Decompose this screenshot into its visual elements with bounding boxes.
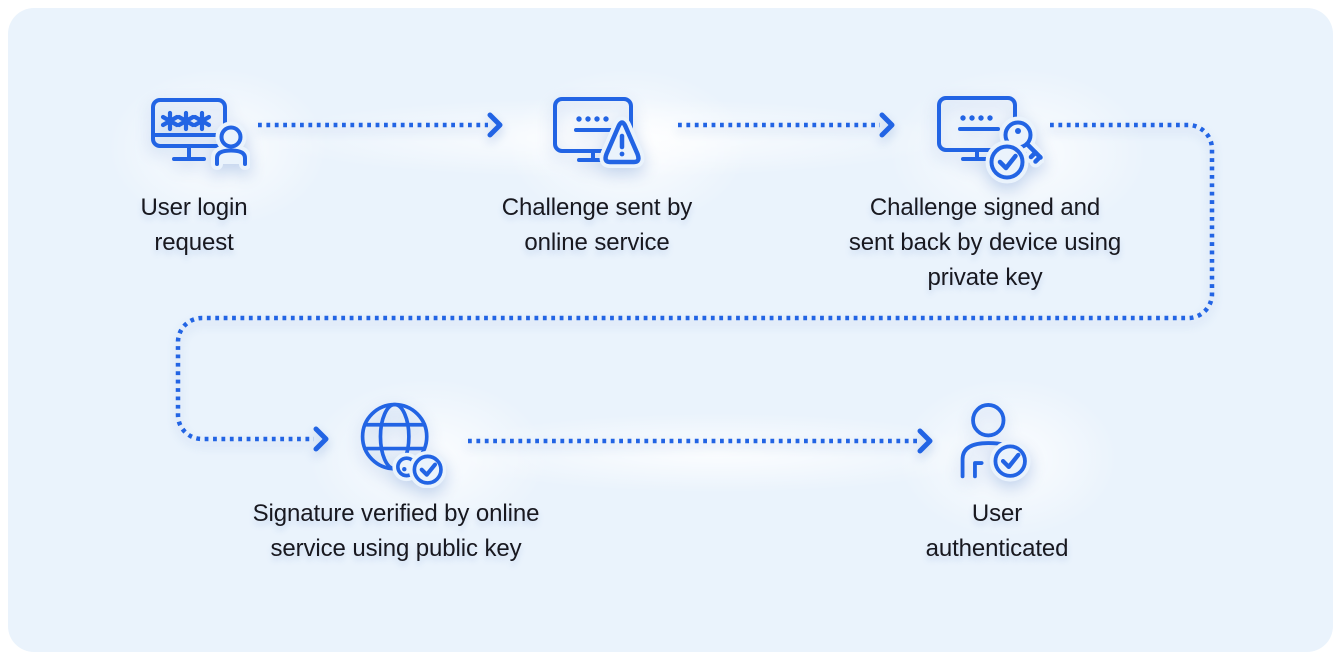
challenge-code-dots [958,115,1000,131]
check-circle [408,450,446,488]
warning-triangle [599,116,645,168]
arrowhead-icon [487,112,503,138]
step-5 [954,400,1034,488]
password-asterisks [160,110,212,132]
globe-key-verified-icon [360,402,446,488]
checkmark [1000,452,1021,470]
monitor-challenge-warning-icon [553,97,645,168]
arrowhead-icon [917,428,933,454]
arm-detail [973,461,984,479]
step-1 [150,97,250,185]
step-3 [936,95,1044,187]
user-silhouette [211,121,250,170]
step-5-label: User authenticated [925,500,1069,562]
checkmark [997,153,1018,171]
step-1-label: User login request [140,194,248,256]
arrowhead-icon [313,426,329,452]
private-key [999,116,1044,168]
monitor-signed-key-check-icon [937,96,1044,184]
step-4 [358,400,446,488]
challenge-code-dots [574,116,618,132]
step-2-label: Challenge sent by online service [501,194,693,256]
step-3-label: Challenge signed and sent back by device… [848,194,1122,291]
step-2 [552,96,656,184]
check-circle [989,440,1031,482]
step-4-label: Signature verified by online service usi… [252,500,540,562]
connector-step3-step4-wrap [175,122,1215,442]
monitor-password-user-icon [151,98,250,170]
arrowhead-icon [879,112,895,138]
checkmark [419,462,438,477]
user-check-icon [960,403,1031,482]
check-circle [985,140,1029,184]
